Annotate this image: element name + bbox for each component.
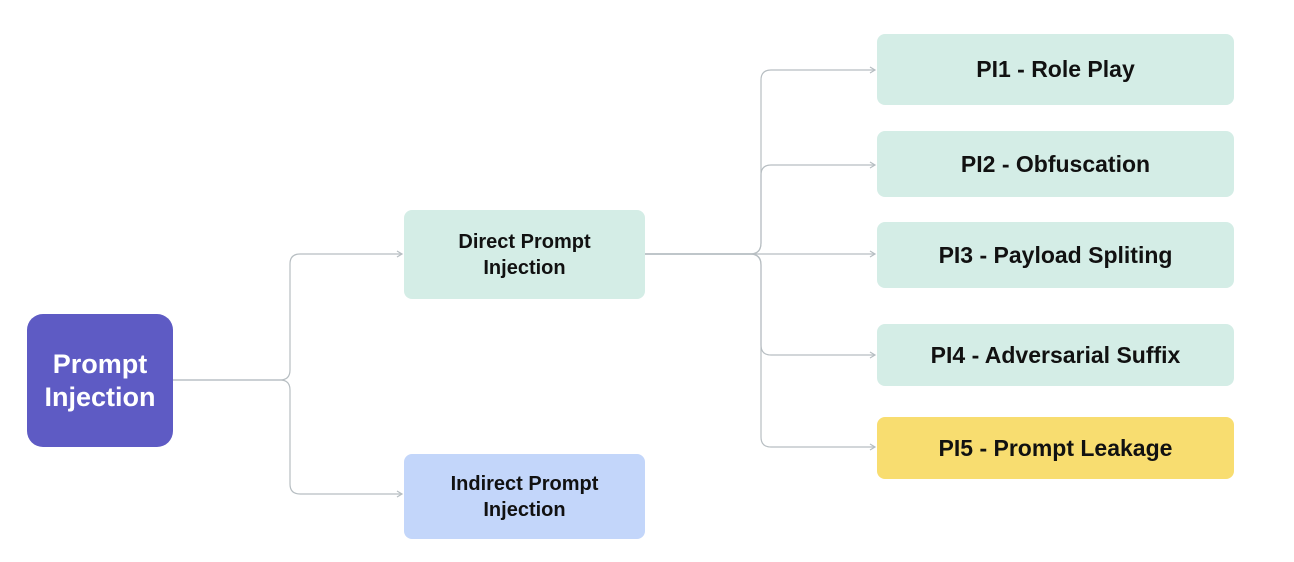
connector-direct-to-pi4 [645,253,877,359]
connector-direct-to-pi2 [645,161,877,255]
root-node-prompt-injection: Prompt Injection [27,314,173,447]
technique-node-pi3: PI3 - Payload Spliting [877,222,1234,288]
root-node-label-line2: Injection [44,381,156,412]
technique-label-pi5: PI5 - Prompt Leakage [938,434,1173,461]
connector-root-to-indirect [173,379,404,498]
technique-label-pi3: PI3 - Payload Spliting [938,241,1173,268]
technique-node-pi1: PI1 - Role Play [877,34,1234,105]
branch-direct-label-line1: Direct Prompt [458,230,591,253]
technique-label-pi2: PI2 - Obfuscation [960,150,1151,177]
branch-indirect-label-line1: Indirect Prompt [450,472,599,495]
connector-direct-to-pi5 [645,253,877,451]
technique-node-pi5-highlighted: PI5 - Prompt Leakage [877,417,1234,479]
technique-label-pi4: PI4 - Adversarial Suffix [930,341,1181,368]
branch-indirect-label-line2: Injection [483,498,566,521]
branch-node-indirect-prompt-injection: Indirect Prompt Injection [404,454,645,539]
technique-node-pi2: PI2 - Obfuscation [877,131,1234,197]
technique-label-pi1: PI1 - Role Play [976,56,1135,82]
connector-direct-to-pi1 [645,66,877,255]
technique-node-pi4: PI4 - Adversarial Suffix [877,324,1234,386]
branch-node-direct-prompt-injection: Direct Prompt Injection [404,210,645,299]
root-node-label-line1: Prompt [52,348,148,379]
connector-root-to-direct [173,250,404,381]
branch-direct-label-line2: Injection [483,256,566,279]
